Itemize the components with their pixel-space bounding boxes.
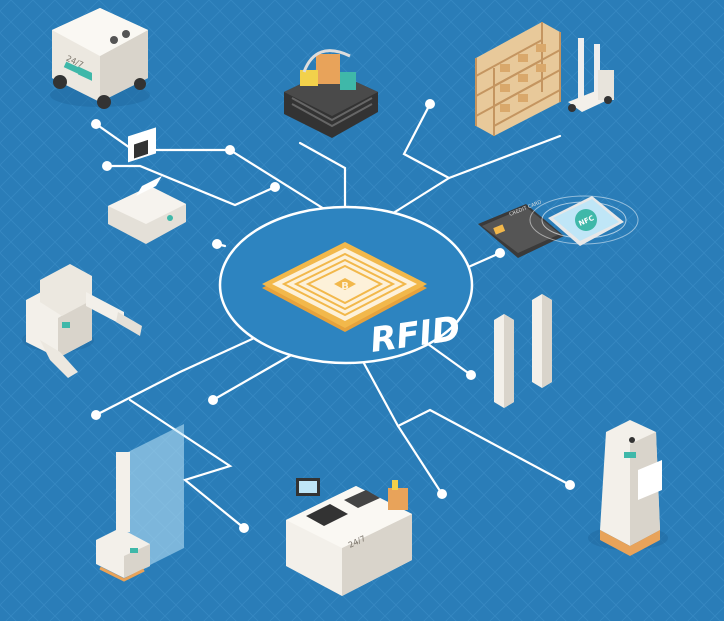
endpoint-dot	[270, 182, 280, 192]
hand-truck-icon	[568, 38, 614, 112]
endpoint-dot	[208, 395, 218, 405]
connector-lines	[94, 102, 572, 530]
endpoint-dot	[466, 370, 476, 380]
endpoint-dot	[212, 239, 222, 249]
shopping-basket-icon	[284, 49, 378, 138]
connector-bottom-left-2	[211, 348, 302, 402]
security-gates-icon	[494, 294, 552, 408]
self-checkout-icon: 24/7	[286, 478, 412, 596]
connector-shelves	[377, 102, 452, 224]
chip-letter: B	[341, 281, 349, 292]
robotic-arm-icon	[22, 264, 142, 378]
holographic-scanner-icon	[96, 424, 184, 582]
connector-receipt	[105, 164, 277, 207]
nfc-phone-icon: NFC	[529, 195, 639, 246]
endpoint-dot	[239, 523, 249, 533]
endpoint-dot	[437, 489, 447, 499]
service-robot-icon	[588, 420, 668, 556]
endpoint-dot	[495, 248, 505, 258]
endpoint-dot	[91, 410, 101, 420]
rfid-hub: B RFID	[218, 205, 474, 365]
connector-service	[396, 408, 572, 487]
delivery-robot-icon: 24/7	[50, 8, 150, 109]
receipt-printer-icon	[108, 127, 186, 244]
endpoint-dot	[102, 161, 112, 171]
endpoint-dot	[225, 145, 235, 155]
connector-bottom-left	[94, 332, 265, 417]
rfid-chip-icon: B	[262, 242, 427, 332]
connector-basket	[298, 141, 347, 224]
endpoint-dot	[425, 99, 435, 109]
warehouse-shelves-icon	[475, 22, 614, 136]
endpoint-dot	[565, 480, 575, 490]
payment-card-icon: CREDIT CARD NFC	[478, 195, 639, 258]
endpoint-dot	[91, 119, 101, 129]
connector-endpoints	[91, 99, 575, 533]
connector-shelves-2	[447, 134, 562, 180]
